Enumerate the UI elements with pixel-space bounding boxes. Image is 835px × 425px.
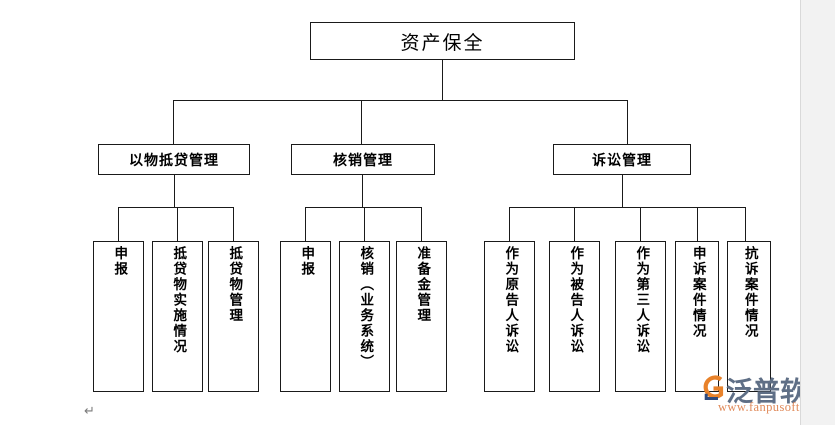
node-label: 核销（业务系统）: [357, 246, 374, 370]
node-leaf-collateral-management[interactable]: 抵贷物管理: [208, 241, 259, 392]
node-leaf-writeoff-business-system[interactable]: 核销（业务系统）: [339, 241, 390, 392]
connector-stem-g2: [362, 175, 363, 207]
node-leaf-collateral-implementation-status[interactable]: 抵贷物实施情况: [152, 241, 203, 392]
node-label: 资产保全: [400, 31, 485, 54]
node-label: 诉讼管理: [592, 152, 652, 169]
node-label: 抗诉案件情况: [741, 246, 758, 339]
connector-drop-g3-3: [640, 207, 641, 241]
node-label: 抵贷物管理: [226, 246, 243, 324]
node-leaf-litigation-as-third-party[interactable]: 作为第三人诉讼: [615, 241, 666, 392]
node-label: 作为原告人诉讼: [502, 246, 519, 355]
connector-root-stem: [442, 60, 443, 100]
node-leaf-litigation-as-plaintiff[interactable]: 作为原告人诉讼: [484, 241, 535, 392]
connector-level2-bus: [173, 100, 628, 101]
node-leaf-appeal-case-status[interactable]: 申诉案件情况: [675, 241, 719, 392]
node-label: 作为第三人诉讼: [633, 246, 650, 355]
node-leaf-protest-case-status[interactable]: 抗诉案件情况: [727, 241, 771, 392]
connector-stem-g1: [174, 175, 175, 207]
node-label: 申报: [111, 246, 128, 277]
page-margin-strip: [800, 0, 835, 425]
connector-drop-g1-2: [177, 207, 178, 241]
connector-drop-l2-1: [173, 100, 174, 144]
node-label: 准备金管理: [414, 246, 431, 324]
connector-bus-g3: [509, 207, 745, 208]
node-label: 以物抵贷管理: [129, 152, 219, 169]
node-label: 作为被告人诉讼: [567, 246, 584, 355]
node-l2-litigation-management[interactable]: 诉讼管理: [553, 144, 691, 175]
connector-drop-g2-1: [305, 207, 306, 241]
node-label: 申报: [298, 246, 315, 277]
node-root-asset-preservation[interactable]: 资产保全: [310, 22, 575, 60]
connector-drop-g3-2: [574, 207, 575, 241]
connector-drop-g1-1: [118, 207, 119, 241]
connector-drop-g3-4: [697, 207, 698, 241]
node-leaf-litigation-as-defendant[interactable]: 作为被告人诉讼: [549, 241, 600, 392]
node-label: 核销管理: [333, 152, 393, 169]
connector-bus-g2: [305, 207, 421, 208]
node-label: 申诉案件情况: [689, 246, 706, 339]
connector-drop-g3-1: [509, 207, 510, 241]
node-leaf-declaration-2[interactable]: 申报: [280, 241, 331, 392]
node-l2-collateral-loan-management[interactable]: 以物抵贷管理: [98, 144, 250, 175]
connector-bus-g1: [118, 207, 233, 208]
node-l2-writeoff-management[interactable]: 核销管理: [291, 144, 435, 175]
org-chart-canvas: 资产保全 以物抵贷管理 核销管理 诉讼管理 申报 抵贷物实施情况: [93, 22, 771, 392]
node-label: 抵贷物实施情况: [170, 246, 187, 355]
connector-drop-l2-3: [627, 100, 628, 144]
connector-drop-l2-2: [361, 100, 362, 144]
connector-drop-g2-2: [364, 207, 365, 241]
connector-drop-g2-3: [421, 207, 422, 241]
connector-stem-g3: [622, 175, 623, 207]
paragraph-mark: ↵: [84, 404, 95, 419]
connector-drop-g1-3: [233, 207, 234, 241]
node-leaf-reserve-fund-management[interactable]: 准备金管理: [396, 241, 447, 392]
connector-drop-g3-5: [745, 207, 746, 241]
node-leaf-declaration-1[interactable]: 申报: [93, 241, 144, 392]
